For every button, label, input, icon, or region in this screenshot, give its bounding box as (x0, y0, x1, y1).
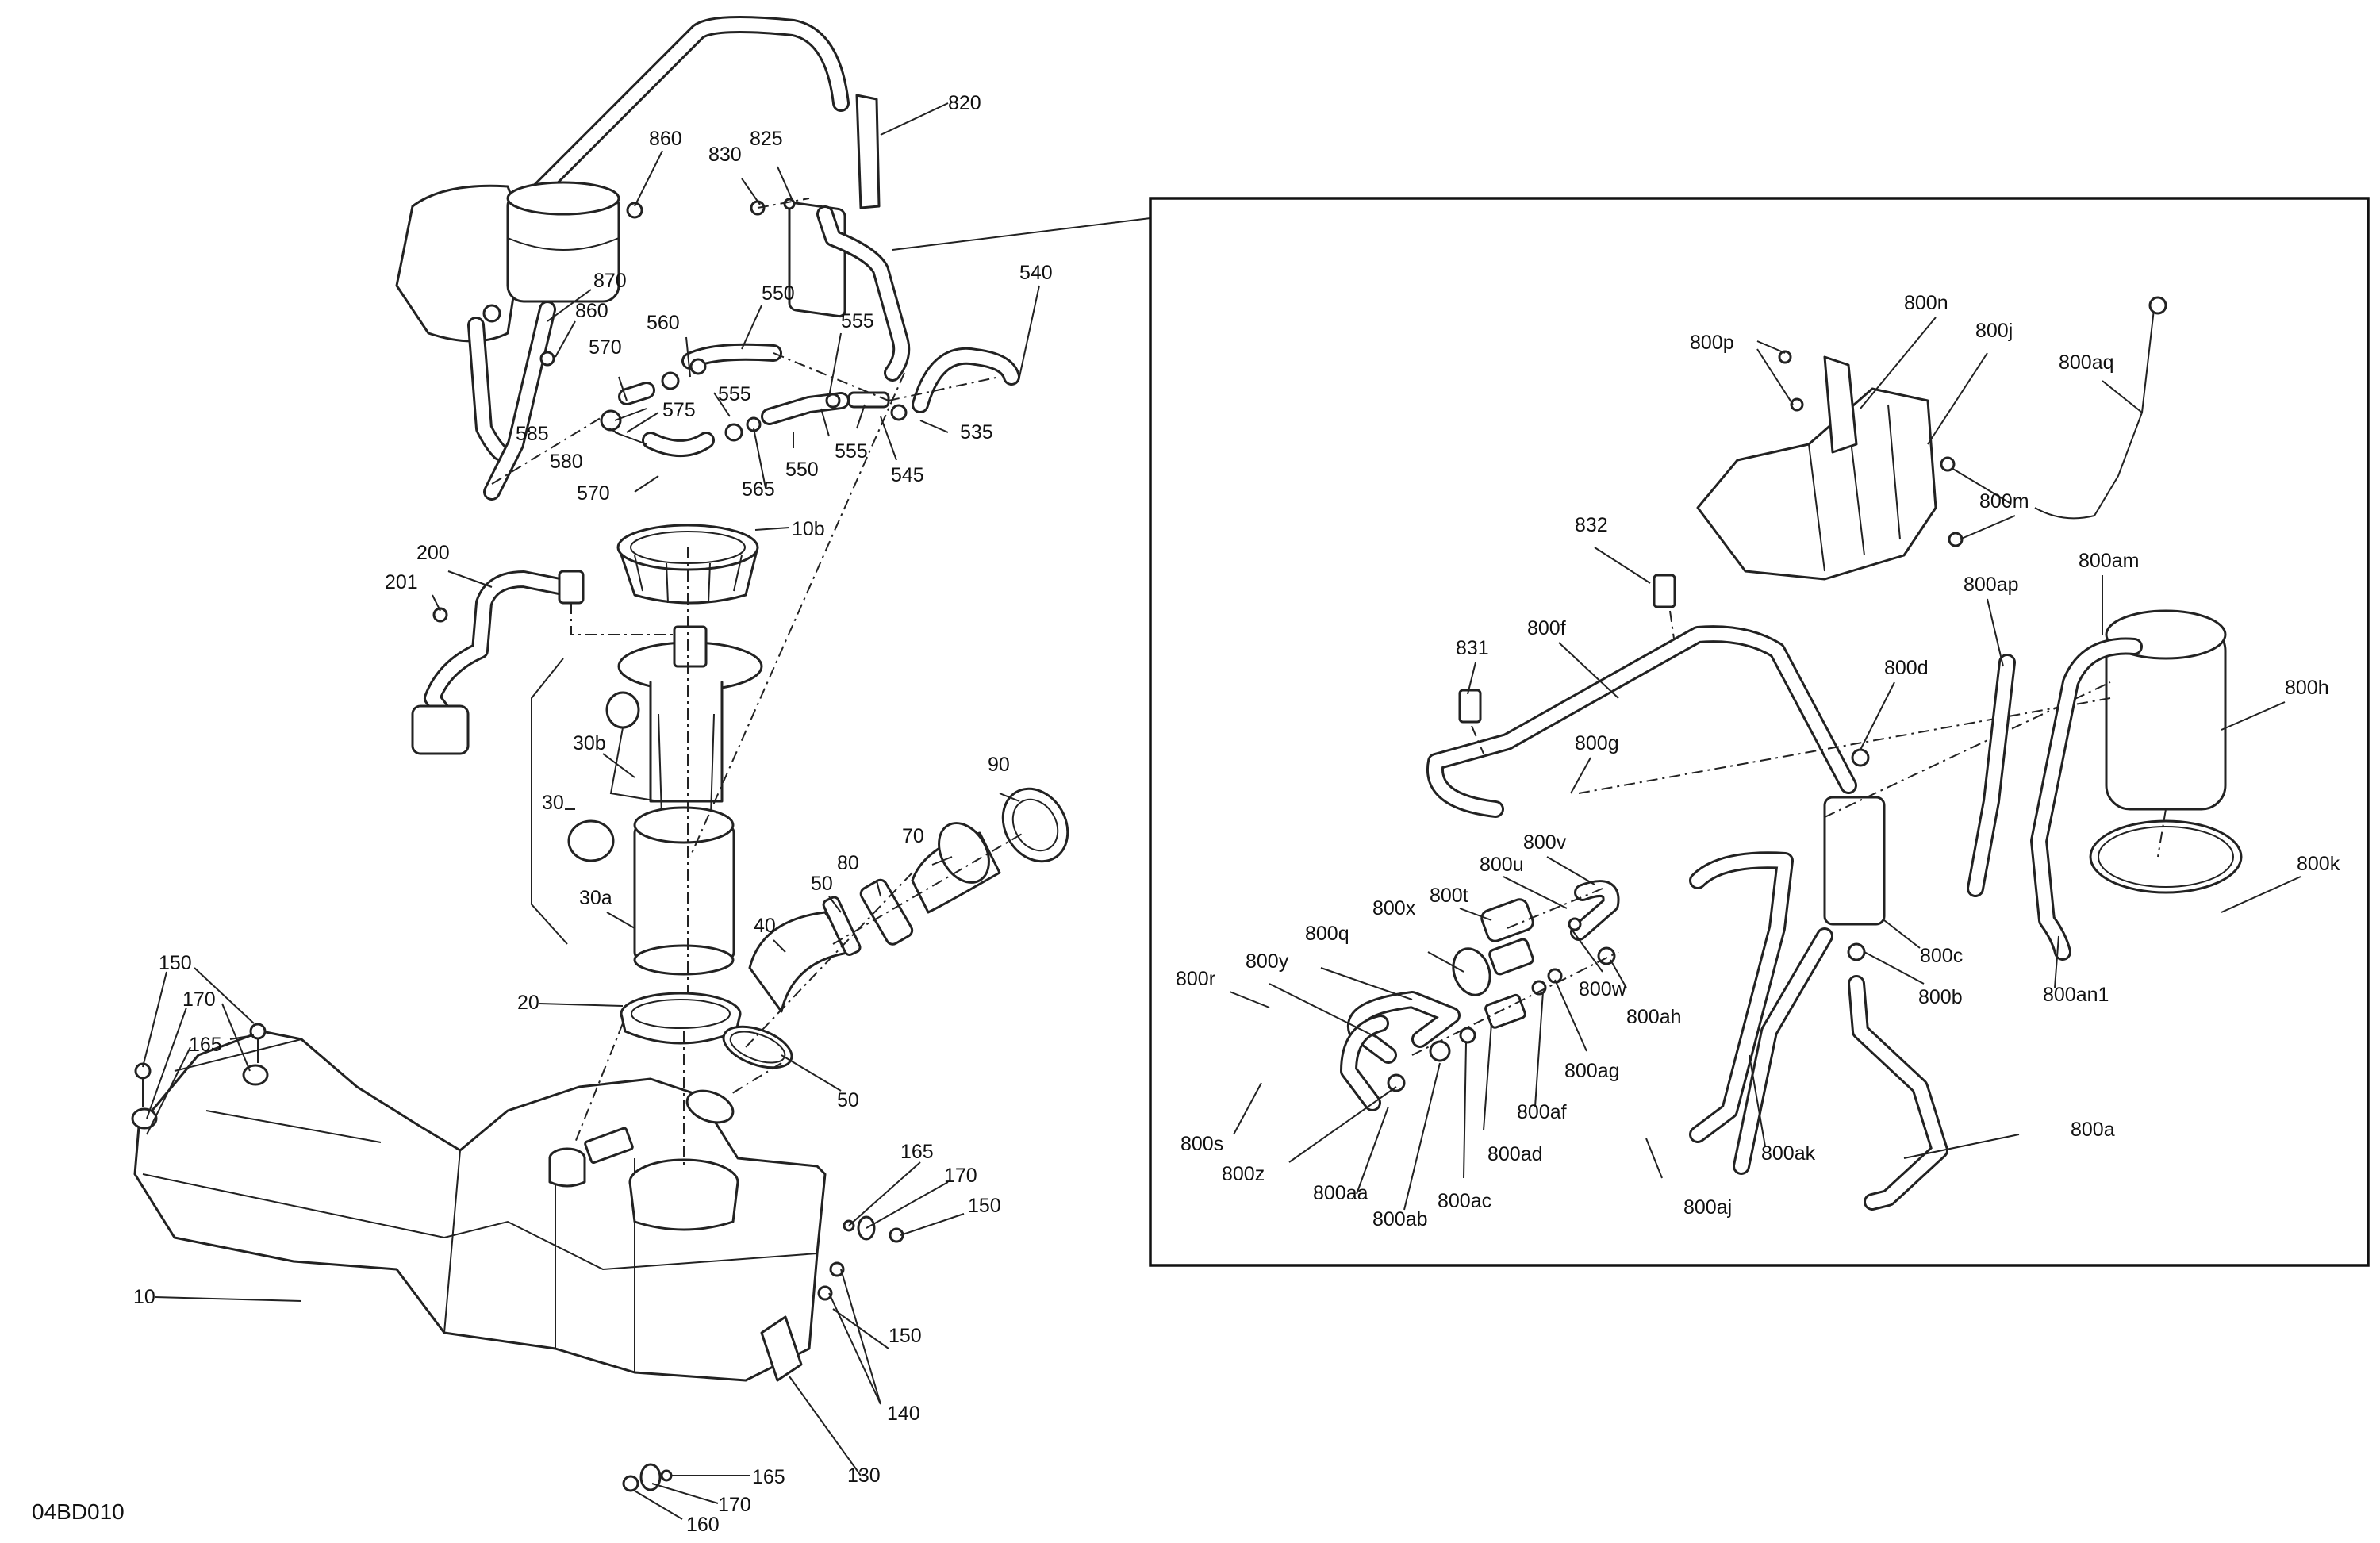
callout-800s: 800s (1180, 1133, 1223, 1155)
detail-inset-frame (1149, 197, 2370, 1267)
callout-800a: 800a (2071, 1119, 2115, 1141)
fuel-tank-10 (133, 372, 913, 1382)
callout-140: 140 (887, 1403, 920, 1425)
callout-870: 870 (593, 270, 627, 292)
callout-550: 550 (785, 459, 819, 481)
callout-800w: 800w (1579, 978, 1627, 1000)
callout-580: 580 (550, 451, 583, 473)
callout-820: 820 (948, 92, 981, 114)
callout-800n: 800n (1904, 292, 1948, 314)
callout-800g: 800g (1575, 732, 1619, 754)
callout-800v: 800v (1523, 831, 1567, 854)
callout-170: 170 (944, 1165, 977, 1187)
callout-800b: 800b (1918, 986, 1963, 1008)
inset-callout-labels: 800n 800j 800p 800aq 800m 832 800ap 800a… (1176, 292, 2340, 1230)
callout-535: 535 (960, 421, 993, 443)
callout-555: 555 (835, 440, 868, 463)
callout-800y: 800y (1246, 950, 1289, 973)
main-callout-labels: 820 825 830 860 870 860 540 550 560 555 … (32, 92, 1053, 1536)
callout-800k: 800k (2297, 853, 2340, 875)
purge-hose-chain (491, 343, 1020, 485)
callout-201: 201 (385, 571, 418, 593)
callout-130: 130 (847, 1464, 881, 1487)
callout-570: 570 (577, 482, 610, 505)
callout-50: 50 (811, 873, 833, 895)
callout-800ah: 800ah (1626, 1006, 1682, 1028)
vent-valve-820 (750, 94, 911, 382)
gasket-20 (620, 992, 742, 1045)
callout-555: 555 (841, 310, 874, 332)
callout-800an1: 800an1 (2043, 984, 2109, 1006)
callout-150: 150 (889, 1325, 922, 1347)
inset-callout-line (892, 217, 1151, 251)
callout-165: 165 (900, 1141, 934, 1163)
wire-harness-200 (411, 570, 691, 755)
callout-800x: 800x (1372, 897, 1416, 919)
callout-832: 832 (1575, 514, 1608, 536)
callout-555: 555 (718, 383, 751, 405)
callout-10b: 10b (792, 518, 825, 540)
callout-10: 10 (133, 1286, 155, 1308)
callout-860: 860 (575, 300, 608, 322)
diagram-code: 04BD010 (32, 1499, 125, 1524)
callout-545: 545 (891, 464, 924, 486)
callout-40: 40 (754, 915, 776, 937)
callout-800ac: 800ac (1438, 1190, 1491, 1212)
callout-800ab: 800ab (1372, 1208, 1428, 1230)
callout-800h: 800h (2285, 677, 2329, 699)
callout-800r: 800r (1176, 968, 1215, 990)
callout-570: 570 (589, 336, 622, 359)
callout-20: 20 (517, 992, 539, 1014)
callout-540: 540 (1019, 262, 1053, 284)
callout-800ag: 800ag (1564, 1060, 1620, 1082)
callout-825: 825 (750, 128, 783, 150)
callout-800t: 800t (1430, 885, 1468, 907)
callout-800af: 800af (1517, 1101, 1567, 1123)
callout-860: 860 (649, 128, 682, 150)
callout-575: 575 (662, 399, 696, 421)
callout-165: 165 (189, 1034, 222, 1056)
inset-parts (1340, 296, 2243, 1211)
callout-30: 30 (542, 792, 564, 814)
callout-800ap: 800ap (1964, 574, 2019, 596)
callout-831: 831 (1456, 637, 1489, 659)
callout-585: 585 (516, 423, 549, 445)
leader-lines (142, 102, 2301, 1520)
callout-800p: 800p (1690, 332, 1734, 354)
callout-800aa: 800aa (1313, 1182, 1368, 1204)
callout-830: 830 (708, 144, 742, 166)
callout-200: 200 (416, 542, 450, 564)
callout-70: 70 (902, 825, 924, 847)
callout-550: 550 (762, 282, 795, 305)
callout-560: 560 (647, 312, 680, 334)
callout-30a: 30a (579, 887, 612, 909)
callout-90: 90 (988, 754, 1010, 776)
callout-800aq: 800aq (2059, 351, 2114, 374)
evap-canister-assembly (395, 16, 850, 501)
callout-565: 565 (742, 478, 775, 501)
callout-800d: 800d (1884, 657, 1929, 679)
callout-80: 80 (837, 852, 859, 874)
callout-50: 50 (837, 1089, 859, 1111)
callout-30b: 30b (573, 732, 606, 754)
callout-150: 150 (159, 952, 192, 974)
callout-160: 160 (686, 1514, 720, 1536)
callout-170: 170 (718, 1494, 751, 1516)
callout-800z: 800z (1222, 1163, 1265, 1185)
callout-800ak: 800ak (1761, 1142, 1816, 1165)
callout-800c: 800c (1920, 945, 1963, 967)
callout-800j: 800j (1975, 320, 2013, 342)
callout-800am: 800am (2079, 550, 2139, 572)
callout-800f: 800f (1527, 617, 1566, 639)
callout-165: 165 (752, 1466, 785, 1488)
callout-170: 170 (182, 988, 216, 1011)
callout-800ad: 800ad (1488, 1143, 1543, 1165)
callout-800aj: 800aj (1683, 1196, 1732, 1219)
callout-800u: 800u (1480, 854, 1524, 876)
callout-150: 150 (968, 1195, 1001, 1217)
callout-800m: 800m (1979, 490, 2029, 512)
callout-800q: 800q (1305, 923, 1349, 945)
filler-neck-assembly (722, 787, 1069, 1069)
